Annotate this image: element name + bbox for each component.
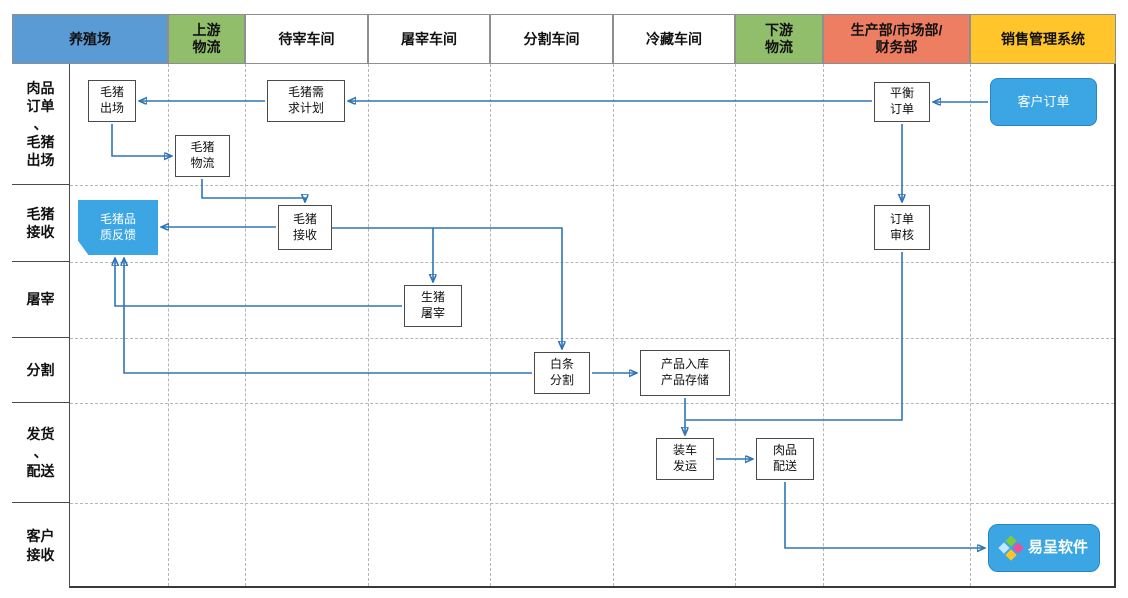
node-pig-slaughter: 生猪 屠宰 [404,285,462,327]
node-order-audit: 订单 审核 [874,205,930,250]
row-label-ship-delivery: 发货 、 配送 [12,403,70,503]
column-header-farm: 养殖场 [12,14,168,64]
row-label-customer-receive: 客户 接收 [12,503,70,588]
row-label-cutting: 分割 [12,338,70,403]
column-header-upstream-logistics: 上游 物流 [168,14,245,64]
column-divider [613,64,614,586]
row-divider [70,403,1114,404]
row-divider [70,262,1114,263]
node-customer-order: 客户订单 [990,78,1097,126]
row-label-slaughter: 屠宰 [12,262,70,338]
column-header-departments: 生产部/市场部/ 财务部 [823,14,970,64]
yicheng-software-badge: 易呈软件 [988,524,1100,572]
node-carcass-cut: 白条 分割 [534,352,590,394]
column-header-waiting-workshop: 待宰车间 [245,14,368,64]
column-divider [245,64,246,586]
column-header-cutting-workshop: 分割车间 [490,14,613,64]
row-divider [70,338,1114,339]
row-divider [70,185,1114,186]
node-balance-order: 平衡 订单 [874,82,930,122]
node-pig-logistics: 毛猪 物流 [175,135,230,177]
node-pig-quality-feedback: 毛猪品 质反馈 [78,200,158,255]
column-divider [823,64,824,586]
column-divider [168,64,169,586]
column-header-slaughter-workshop: 屠宰车间 [368,14,490,64]
node-load-ship: 装车 发运 [656,438,714,480]
column-header-cold-storage-workshop: 冷藏车间 [613,14,735,64]
node-product-storage: 产品入库 产品存储 [640,350,730,396]
node-pig-demand-plan: 毛猪需 求计划 [267,80,345,122]
column-divider [368,64,369,586]
chart-outer-border [12,14,1116,588]
column-header-downstream-logistics: 下游 物流 [735,14,823,64]
yicheng-software-label: 易呈软件 [1027,539,1088,557]
row-label-order-and-pig-exit: 肉品 订单 、 毛猪 出场 [12,64,70,185]
row-divider [70,503,1114,504]
row-label-pig-receive: 毛猪 接收 [12,185,70,262]
yicheng-logo-icon [998,535,1024,561]
column-divider [490,64,491,586]
column-header-sales-system: 销售管理系统 [970,14,1116,64]
node-pig-exit: 毛猪 出场 [88,80,136,122]
node-meat-delivery: 肉品 配送 [756,438,814,480]
column-divider [970,64,971,586]
column-divider [735,64,736,586]
node-pig-receive: 毛猪 接收 [278,205,332,250]
